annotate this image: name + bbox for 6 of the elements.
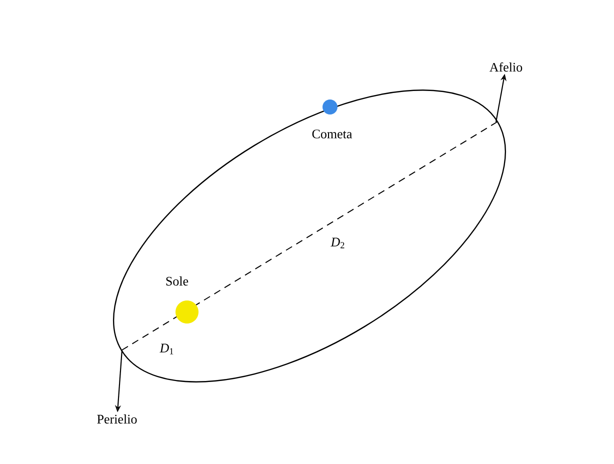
comet-label: Cometa: [312, 130, 352, 138]
point-label: Afelio: [490, 62, 522, 72]
distance-label: D$_{2}$: [330, 238, 344, 248]
sun-label: Sole: [166, 276, 188, 286]
point-label: Perielio: [97, 414, 137, 424]
distance-label: D$_{1}$: [160, 344, 174, 354]
